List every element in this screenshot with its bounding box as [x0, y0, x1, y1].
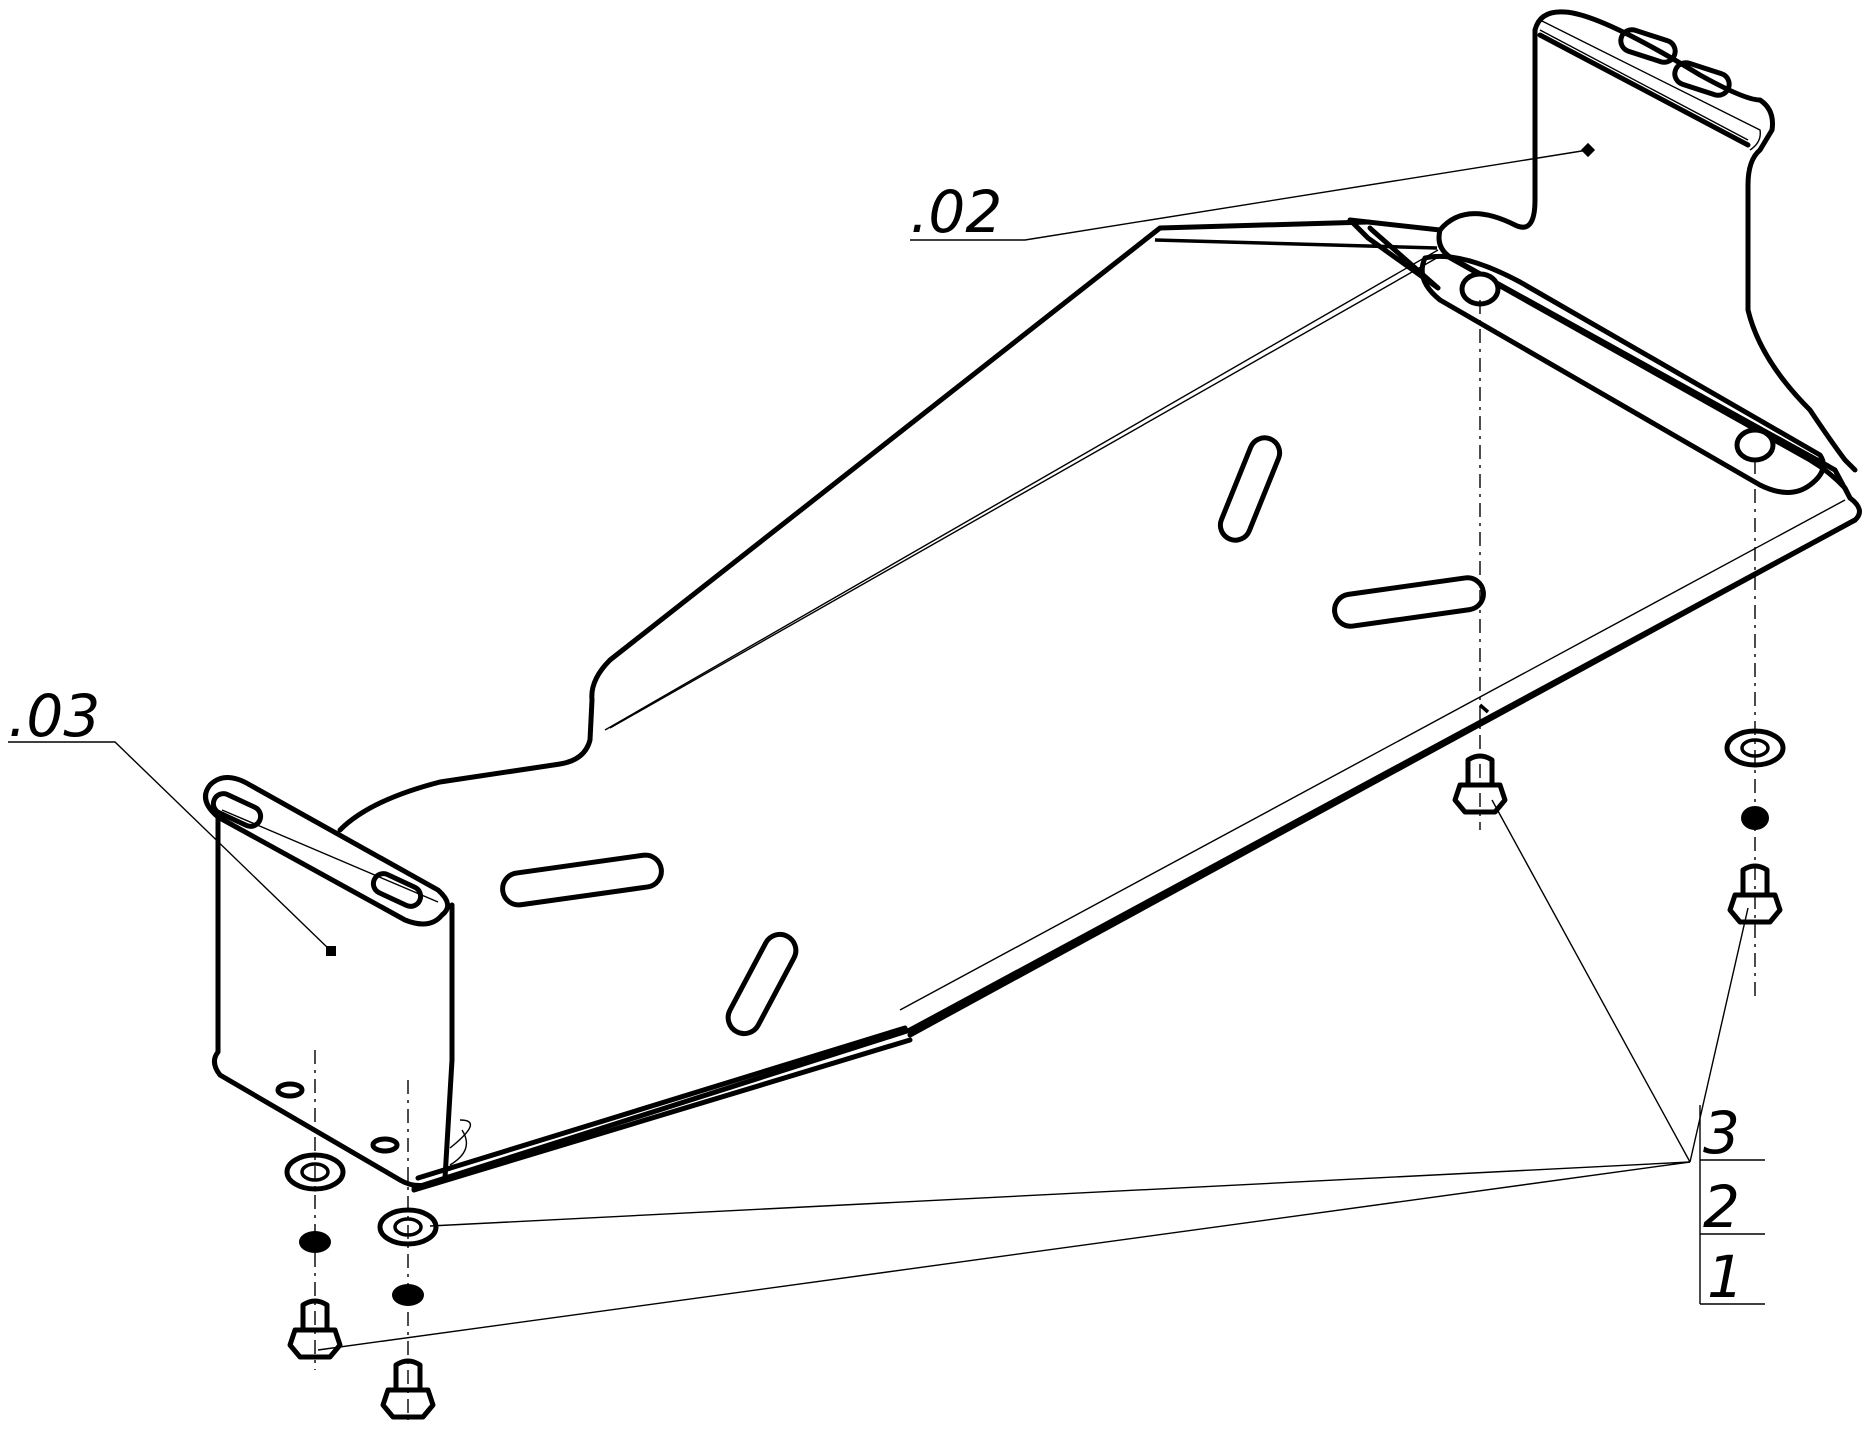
fastener-set-left-2 [377, 1207, 439, 1420]
fastener-set-left-1 [284, 1152, 346, 1360]
callout-item-1: 1 [1707, 1243, 1744, 1311]
fastener-set-right-2 [1724, 728, 1786, 925]
callout-02: .02 [910, 178, 1002, 246]
plate-slots [500, 435, 1486, 1037]
flange-nuts [1459, 271, 1776, 463]
callout-03: .03 [8, 682, 100, 750]
callout-item-3: 3 [1703, 1099, 1740, 1167]
callout-item-2: 2 [1703, 1173, 1740, 1241]
bracket-03 [203, 775, 455, 1188]
bracket-02 [1419, 9, 1858, 495]
skid-plate [337, 217, 1862, 1193]
fastener-set-right-1 [1452, 703, 1508, 815]
leader-lines [8, 149, 1765, 1351]
